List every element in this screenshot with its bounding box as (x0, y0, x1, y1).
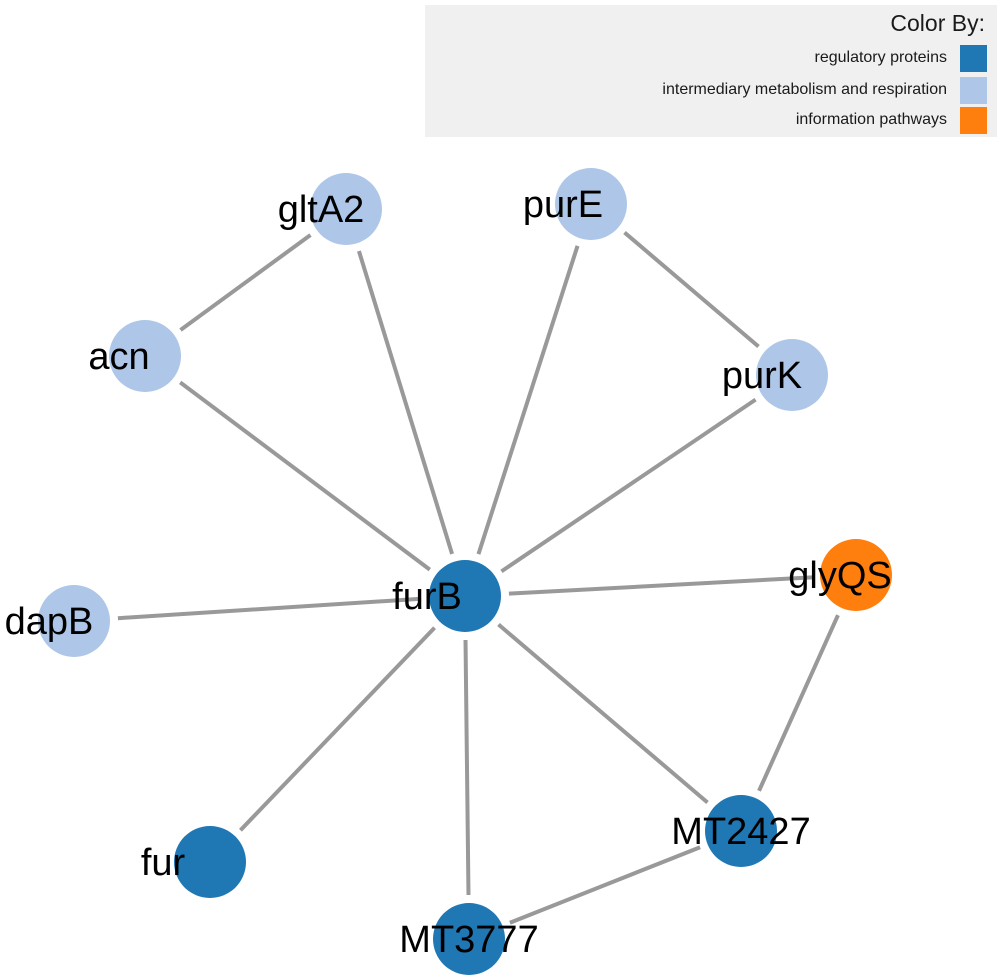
edge-furB-MT3777 (463, 639, 471, 896)
legend-item-information-pathways[interactable]: information pathways (796, 105, 987, 135)
node-label: furB (392, 576, 462, 618)
node-label: dapB (5, 601, 94, 643)
node-circle[interactable] (174, 826, 246, 898)
node-label: purE (523, 184, 603, 226)
edge-acn-gltA2 (179, 233, 312, 332)
edge-furB-acn (178, 380, 431, 572)
node-circle[interactable] (756, 339, 828, 411)
node-circle[interactable] (109, 320, 181, 392)
node-purE[interactable]: purE (523, 168, 627, 240)
edges-layer (117, 230, 840, 925)
node-acn[interactable]: acn (88, 320, 181, 392)
node-circle[interactable] (429, 560, 501, 632)
legend-item-label: information pathways (795, 111, 947, 128)
node-glyQS[interactable]: glyQS (788, 539, 892, 611)
edge-furB-purK (500, 397, 757, 574)
edge-MT2427-MT3777 (509, 845, 701, 925)
node-dapB[interactable]: dapB (5, 585, 110, 657)
node-label: acn (88, 336, 149, 378)
edge-glyQS-MT2427 (757, 614, 840, 792)
node-label: gltA2 (278, 189, 365, 231)
legend-swatch (960, 76, 987, 104)
node-label: MT2427 (671, 811, 810, 853)
node-furB[interactable]: furB (392, 560, 501, 632)
node-circle[interactable] (820, 539, 892, 611)
node-fur[interactable]: fur (141, 826, 246, 898)
node-label: glyQS (788, 555, 891, 597)
legend-swatch (960, 106, 987, 134)
legend-item-label: intermediary metabolism and respiration (662, 81, 947, 98)
legend-swatch (960, 44, 987, 72)
edge-furB-MT2427 (497, 623, 709, 804)
edge-furB-gltA2 (357, 250, 454, 555)
node-circle[interactable] (433, 903, 505, 975)
node-circle[interactable] (555, 168, 627, 240)
legend-title: Color By: (890, 10, 985, 36)
nodes-layer: furB gltA2 purE acn purK glyQS dapB fur MT2427MT… (5, 168, 892, 975)
legend-item-regulatory-proteins[interactable]: regulatory proteins (814, 43, 987, 73)
node-circle[interactable] (310, 173, 382, 245)
node-label: MT3777 (399, 919, 538, 961)
color-legend: Color By: regulatory proteins intermedia… (425, 5, 997, 137)
node-purK[interactable]: purK (722, 339, 828, 411)
legend-item-label: regulatory proteins (814, 49, 947, 66)
node-circle[interactable] (705, 795, 777, 867)
node-MT2427[interactable]: MT2427 (671, 795, 811, 867)
legend-item-intermediary-metabolism[interactable]: intermediary metabolism and respiration (662, 75, 987, 105)
edge-furB-purE (476, 245, 580, 555)
edge-furB-dapB (117, 596, 422, 621)
edge-furB-fur (239, 626, 436, 832)
node-label: fur (141, 842, 186, 884)
node-circle[interactable] (38, 585, 110, 657)
edge-purE-purK (623, 230, 760, 349)
edge-furB-glyQS (508, 575, 813, 596)
node-gltA2[interactable]: gltA2 (278, 173, 382, 245)
node-label: purK (722, 355, 802, 397)
node-MT3777[interactable]: MT3777 (399, 903, 539, 975)
